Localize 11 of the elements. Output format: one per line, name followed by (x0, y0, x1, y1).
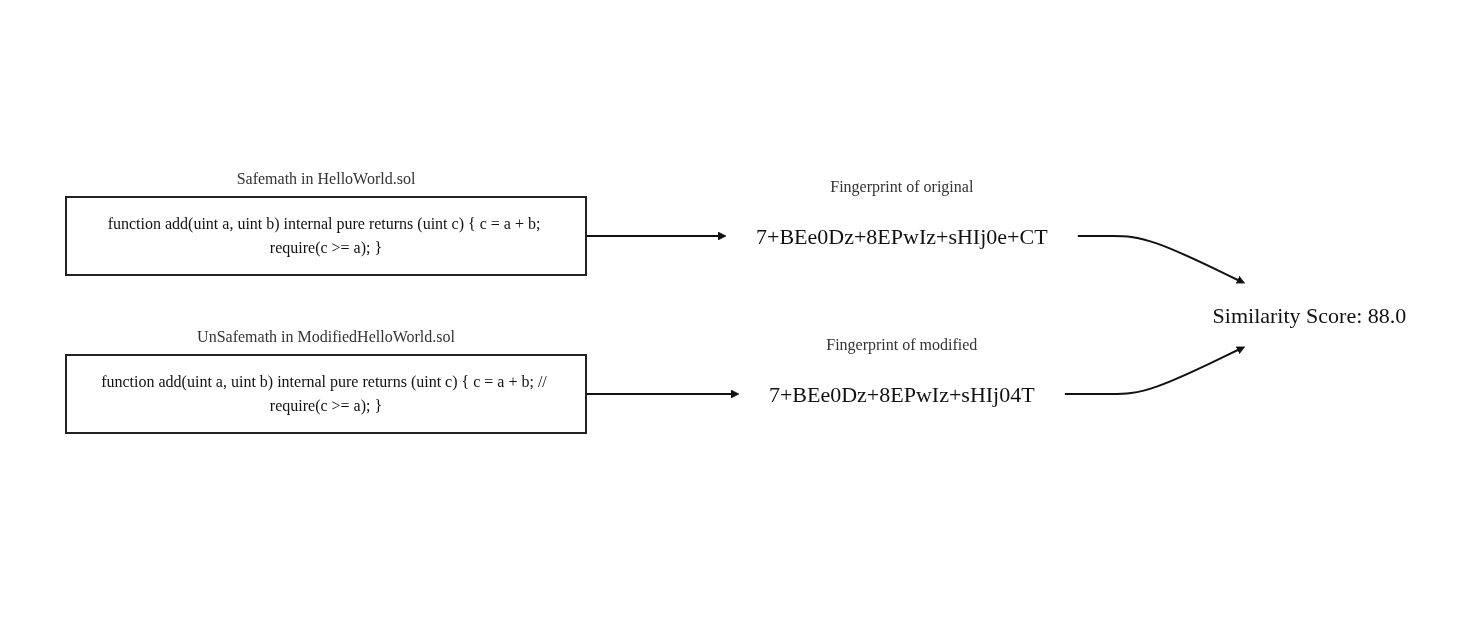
node-box: function add(uint a, uint b) internal pure returns (uint c) { c = a + b; // require(c >= a); } (65, 354, 588, 434)
node-box: function add(uint a, uint b) internal pure returns (uint c) { c = a + b; require(c >= a); } (65, 196, 588, 276)
node-text: 7+BEe0Dz+8EPwIz+sHIj04T (769, 381, 1036, 407)
node-label: UnSafemath in ModifiedHelloWorld.sol (197, 328, 456, 345)
node-label: Safemath in HelloWorld.sol (237, 170, 416, 187)
arrow (1076, 235, 1246, 284)
node-text: Similarity Score: 88.0 (1212, 302, 1407, 328)
node-label: Fingerprint of modified (826, 335, 978, 353)
node-label: Fingerprint of original (830, 177, 974, 195)
arrow (1064, 346, 1246, 395)
node-text: 7+BEe0Dz+8EPwIz+sHIj0e+CT (756, 223, 1048, 249)
